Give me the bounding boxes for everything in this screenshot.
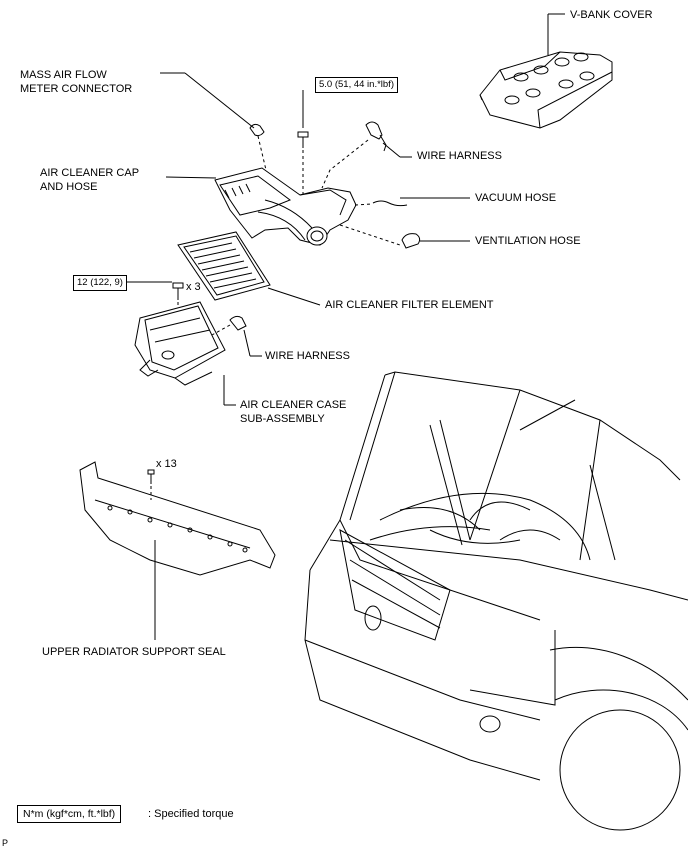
seal-clip-quantity: x 13 [156,458,177,470]
air-cleaner-cap-label-line2: AND HOSE [40,181,98,193]
legend-torque-box: N*m (kgf*cm, ft.*lbf) [17,805,122,823]
wire-harness-lower-illustration [211,315,262,357]
maf-connector-illustration [160,72,267,171]
case-label-line1: AIR CLEANER CASE [240,399,347,411]
radiator-seal-label: UPPER RADIATOR SUPPORT SEAL [42,646,226,658]
cap-bolt-torque-label: 5.0 (51, 44 in.*lbf) [315,77,398,93]
ventilation-hose-illustration [339,224,470,249]
maf-connector-label-line2: METER CONNECTOR [20,83,133,95]
filter-element-label: AIR CLEANER FILTER ELEMENT [325,299,494,311]
vacuum-hose-illustration [354,197,470,207]
filter-element-illustration [177,231,321,306]
vehicle-illustration [304,371,688,831]
case-bolt-quantity: x 3 [186,281,201,293]
v-bank-cover-label: V-BANK COVER [570,9,653,21]
ventilation-hose-label: VENTILATION HOSE [475,235,581,247]
legend-torque-text: : Specified torque [148,808,234,820]
vacuum-hose-label: VACUUM HOSE [475,192,557,204]
wire-harness-lower-label: WIRE HARNESS [265,350,350,362]
air-cleaner-cap-label-line1: AIR CLEANER CAP [40,167,140,179]
case-bolt-torque-label: 12 (122, 9) [73,275,127,291]
radiator-seal-illustration [79,461,276,640]
wire-harness-upper-label: WIRE HARNESS [417,150,502,162]
case-label-line2: SUB-ASSEMBLY [240,413,325,425]
v-bank-cover-illustration [479,13,613,129]
maf-connector-label-line1: MASS AIR FLOW [20,69,107,81]
air-cleaner-cap-illustration [165,167,357,246]
wire-harness-upper-illustration [321,121,412,189]
air-cleaner-case-illustration [134,301,236,406]
corner-mark: P [2,838,9,848]
